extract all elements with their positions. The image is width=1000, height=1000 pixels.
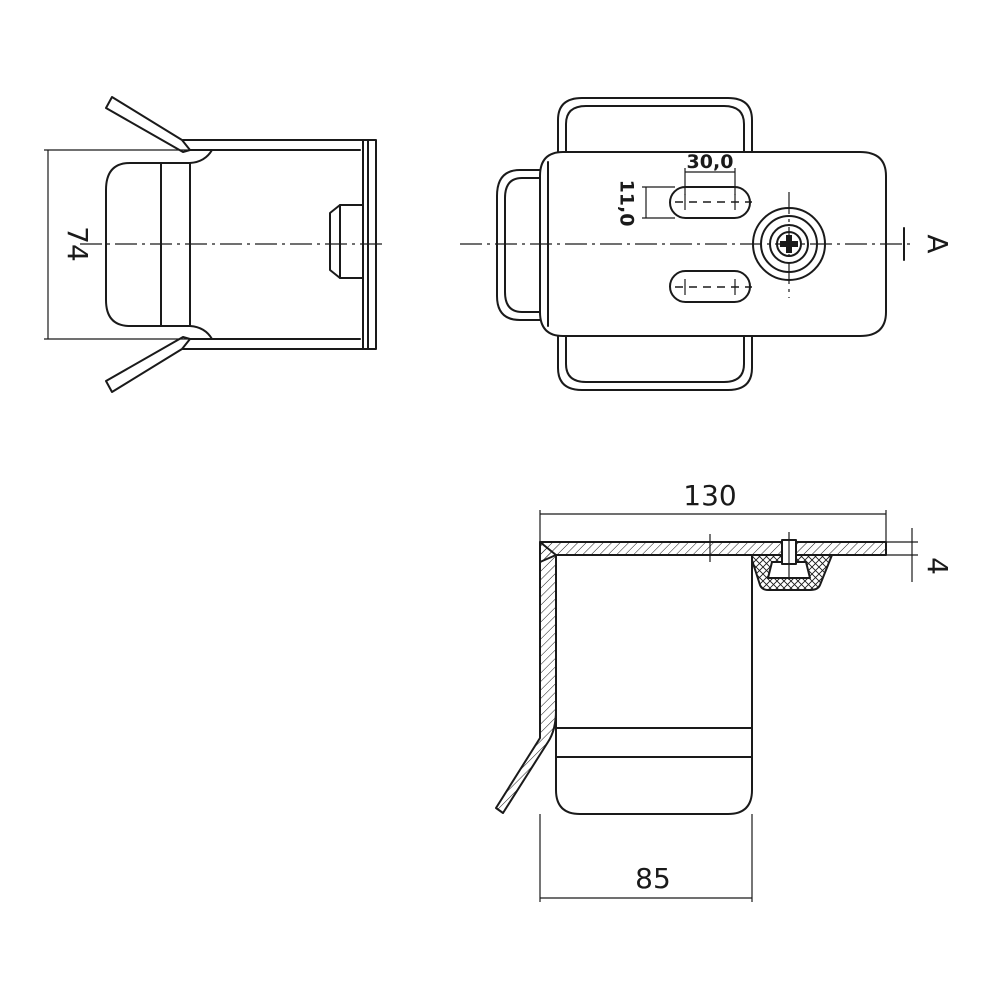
left-flange — [496, 169, 546, 321]
dim-4-label: 4 — [921, 557, 954, 575]
bottom-tab-inner — [565, 335, 745, 383]
left-flange-inner — [504, 177, 546, 313]
dim-85-label: 85 — [635, 862, 671, 895]
dim-30-label: 30,0 — [687, 151, 734, 173]
upper-angled-tab — [105, 96, 191, 153]
top-tab — [557, 97, 753, 153]
top-view: A 30,0 11,0 — [460, 97, 954, 391]
hanging-body — [555, 554, 753, 815]
top-plate-section — [539, 541, 887, 563]
front-pad — [105, 149, 213, 340]
vertical-wall-section — [495, 541, 557, 814]
lower-angled-tab — [105, 336, 191, 393]
top-tab-inner — [565, 105, 745, 153]
section-view: 130 4 85 — [495, 479, 954, 902]
bottom-tab — [557, 335, 753, 391]
dim-130-label: 130 — [683, 479, 736, 512]
dim-74-label: 74 — [61, 226, 94, 262]
body-outline — [182, 139, 377, 350]
side-view: 74 — [44, 96, 385, 393]
section-a-label: A — [921, 234, 954, 253]
dim-11-label: 11,0 — [616, 180, 638, 227]
clip-nub — [329, 204, 363, 279]
